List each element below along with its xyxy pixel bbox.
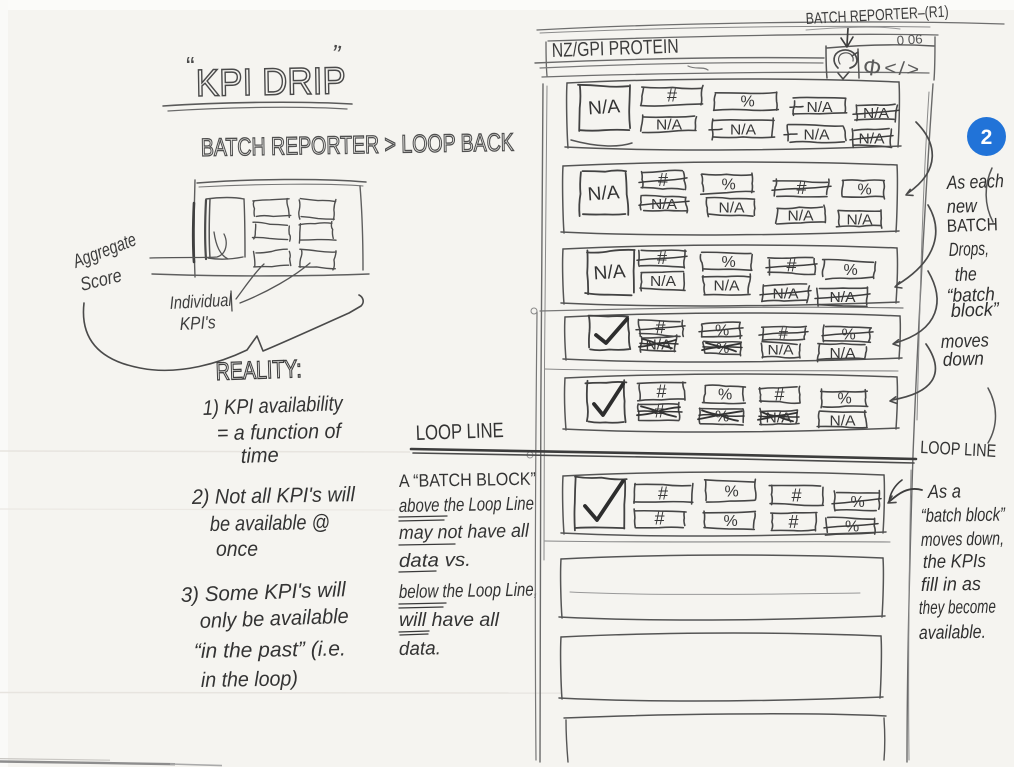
svg-text:Drops,: Drops, <box>948 239 989 261</box>
svg-text:N/A: N/A <box>788 207 814 224</box>
svg-text:N/A: N/A <box>719 199 745 216</box>
svg-text:%: % <box>838 391 852 408</box>
svg-text:N/A: N/A <box>859 130 885 147</box>
svg-text:2) Not all KPI's will: 2) Not all KPI's will <box>191 483 357 509</box>
svg-text:%: % <box>845 519 859 536</box>
svg-text:#: # <box>655 509 665 529</box>
svg-text:“batch block”: “batch block” <box>921 505 1007 527</box>
svg-text:%: % <box>724 513 738 530</box>
svg-text:N/A: N/A <box>807 99 833 116</box>
svg-text:BATCH REPORTER > LOOP BACK: BATCH REPORTER > LOOP BACK <box>201 129 515 162</box>
svg-text:N/A: N/A <box>650 273 676 290</box>
svg-text:%: % <box>715 323 729 340</box>
svg-text:KPI DRIP: KPI DRIP <box>195 60 346 105</box>
svg-text:down: down <box>942 349 984 371</box>
svg-text:they become: they become <box>919 597 996 619</box>
svg-text:N/A: N/A <box>730 121 756 138</box>
svg-text:Φ: Φ <box>861 53 883 81</box>
svg-text:N/A: N/A <box>651 196 677 213</box>
svg-text:N/A: N/A <box>656 116 682 133</box>
svg-text:%: % <box>722 254 736 271</box>
svg-text:N/A: N/A <box>714 277 740 294</box>
svg-text:below the Loop Line,: below the Loop Line, <box>399 580 538 603</box>
svg-text:once: once <box>216 538 258 561</box>
svg-text:new: new <box>946 196 978 218</box>
svg-text:NZ/GPI PROTEIN: NZ/GPI PROTEIN <box>551 36 679 62</box>
svg-text:will have all: will have all <box>399 610 500 631</box>
svg-text:only be available: only be available <box>199 605 349 633</box>
svg-text:%: % <box>716 340 729 357</box>
svg-text:%: % <box>718 387 732 404</box>
svg-text:N/A: N/A <box>773 285 799 302</box>
svg-text:REALITY:: REALITY: <box>215 355 302 386</box>
svg-text:N/A: N/A <box>587 96 621 119</box>
svg-text:%: % <box>858 182 872 199</box>
svg-text:LOOP LINE: LOOP LINE <box>920 437 997 461</box>
svg-text:data.: data. <box>399 638 441 660</box>
svg-text:N/A: N/A <box>830 412 856 429</box>
svg-text:time: time <box>240 444 279 468</box>
svg-text:0 06: 0 06 <box>896 31 923 48</box>
svg-text:%: % <box>741 94 755 111</box>
svg-text:#: # <box>792 486 802 506</box>
svg-text:%: % <box>722 177 736 194</box>
svg-text:available.: available. <box>919 622 986 644</box>
svg-text:%: % <box>725 484 739 501</box>
svg-text:= a function of: = a function of <box>217 420 343 445</box>
svg-text:above the Loop Line: above the Loop Line <box>399 494 534 517</box>
svg-text:N/A: N/A <box>768 342 795 358</box>
svg-text:N/A: N/A <box>830 345 856 362</box>
svg-text:data vs.: data vs. <box>399 550 471 572</box>
svg-text:N/A: N/A <box>863 105 889 122</box>
svg-text:#: # <box>789 512 799 532</box>
svg-text:LOOP LINE: LOOP LINE <box>415 419 504 445</box>
svg-text:N/A: N/A <box>766 409 792 426</box>
svg-text:%: % <box>844 262 858 279</box>
svg-text:%: % <box>842 327 856 344</box>
svg-text:%: % <box>851 494 865 511</box>
svg-text:fill in as: fill in as <box>921 574 982 596</box>
svg-text:As a: As a <box>927 481 961 503</box>
svg-text:A “BATCH BLOCK”: A “BATCH BLOCK” <box>399 469 536 491</box>
svg-text:“batch: “batch <box>946 284 995 307</box>
svg-text:2: 2 <box>981 126 993 149</box>
svg-text:“: “ <box>186 51 195 81</box>
svg-text:the: the <box>954 264 977 286</box>
svg-text:N/A: N/A <box>593 261 627 284</box>
svg-text:moves: moves <box>940 330 989 353</box>
svg-text:block”: block” <box>950 299 1000 322</box>
svg-text:in the loop): in the loop) <box>201 667 298 692</box>
svg-text:#: # <box>658 484 668 504</box>
svg-text:the KPIs: the KPIs <box>923 551 987 573</box>
svg-text:N/A: N/A <box>587 182 621 205</box>
svg-text:As each: As each <box>946 171 1005 194</box>
svg-text:be available @: be available @ <box>210 511 330 536</box>
svg-text:N/A: N/A <box>830 289 856 306</box>
svg-text:BATCH: BATCH <box>946 214 998 236</box>
svg-text:#: # <box>775 385 785 405</box>
svg-text:moves down,: moves down, <box>921 529 1004 551</box>
svg-text:#: # <box>657 382 667 402</box>
svg-text:1) KPI availability: 1) KPI availability <box>202 392 344 420</box>
svg-text:KPI's: KPI's <box>179 312 216 334</box>
svg-text:#: # <box>667 86 677 106</box>
svg-text:“in the past” (i.e.: “in the past” (i.e. <box>194 637 346 663</box>
svg-text:</>: </> <box>884 58 922 81</box>
svg-text:N/A: N/A <box>847 211 873 228</box>
svg-text:Individual: Individual <box>169 290 233 313</box>
svg-text:N/A: N/A <box>804 126 830 143</box>
svg-text:may not have all: may not have all <box>399 521 530 544</box>
